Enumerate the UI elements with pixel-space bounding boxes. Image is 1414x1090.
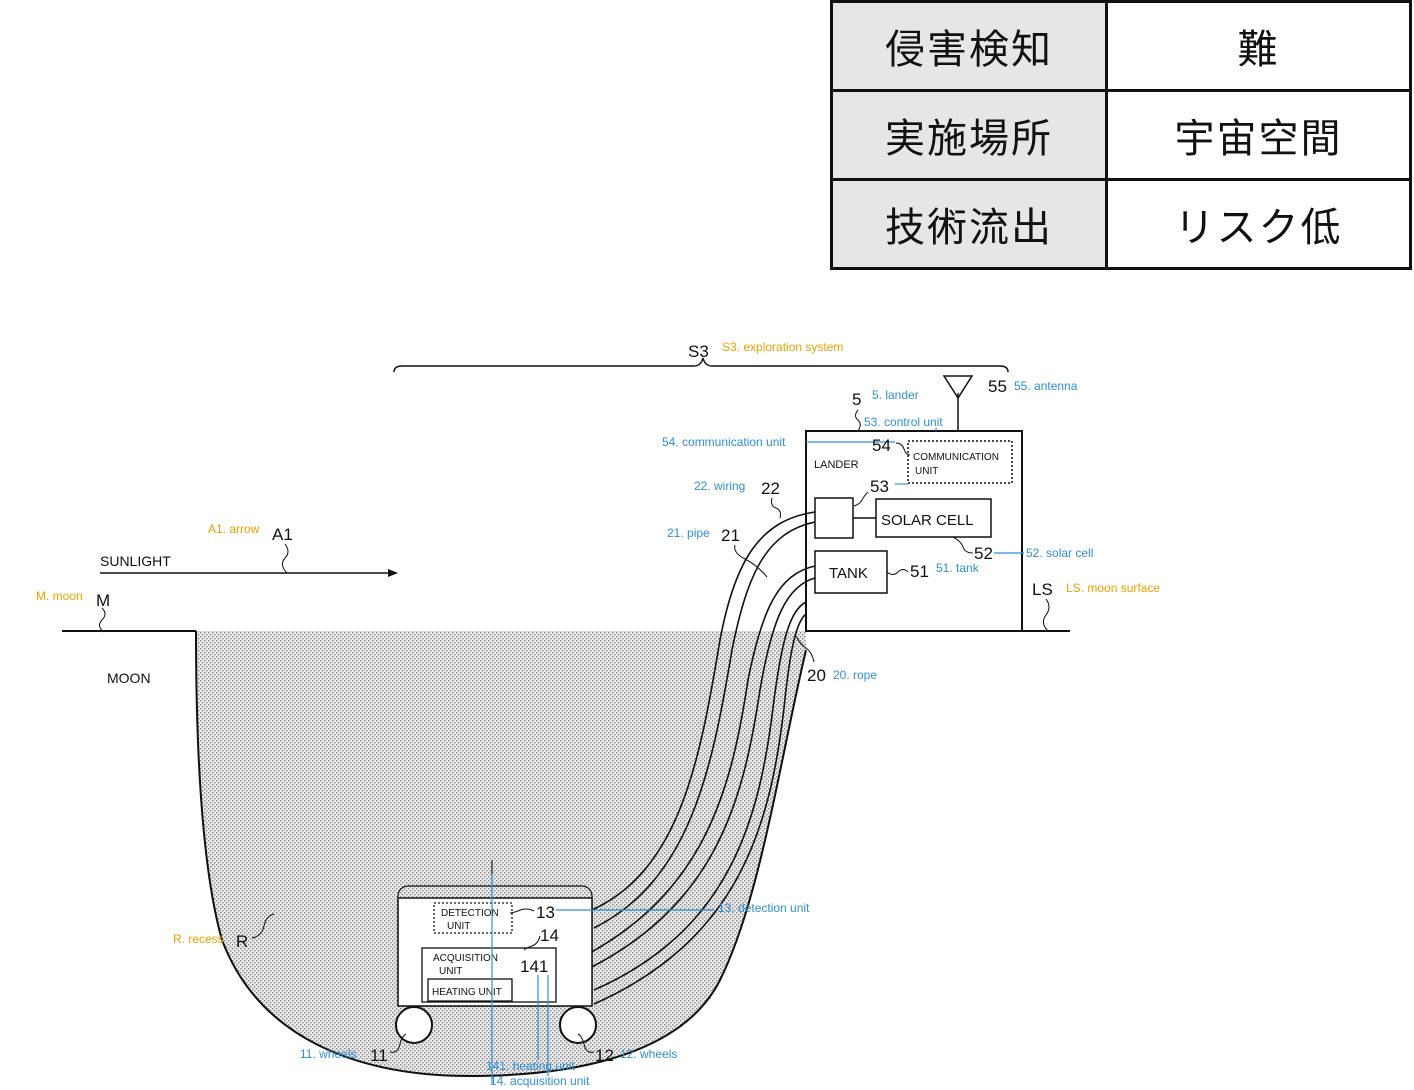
annot-lander: 5. lander [872,388,919,402]
row-value-location: 宇宙空間 [1105,89,1412,181]
leader-20 [795,635,815,663]
wheel-left [395,1006,433,1044]
leader-12 [577,1033,595,1053]
leader-52 [952,536,974,554]
ref-r: R [236,932,248,951]
annot-tank: 51. tank [936,561,980,575]
detection-unit-box [433,902,513,934]
ref-13: 13 [536,903,555,922]
table-row: 技術流出 リスク低 [830,178,1412,270]
arrowhead-icon [388,569,398,577]
communication-unit-box [907,440,1013,484]
annot-s3: S3. exploration system [722,340,843,354]
leader-five [855,409,861,433]
heating-unit-box [427,978,513,1002]
row-value-tech-leak: リスク低 [1105,178,1412,270]
ref-20: 20 [807,666,826,685]
ref-51: 51 [910,562,929,581]
pipe-cable [559,565,816,969]
sunlight-label: SUNLIGHT [100,553,171,569]
annot-r: R. recess [173,932,224,946]
row-key-location: 実施場所 [830,89,1108,181]
leader-r [251,913,275,939]
tank-label: TANK [829,565,868,582]
recess-outline [195,630,807,1078]
leader-22 [771,497,781,519]
moon-label: MOON [107,670,151,686]
annot-heating: 141. heating unit [486,1059,575,1073]
tank-box [814,550,888,594]
recess [196,631,806,1076]
summary-table: 侵害検知 難 実施場所 宇宙空間 技術流出 リスク低 [830,0,1412,270]
leader-54 [895,442,911,456]
table-row: 実施場所 宇宙空間 [830,89,1412,181]
annot-rope: 20. rope [833,668,877,682]
ref-12: 12 [595,1046,614,1065]
rope-cable [593,601,807,991]
leader-11 [389,1033,407,1053]
annot-solar: 52. solar cell [1026,546,1093,560]
communication-unit-label-2: UNIT [915,466,938,477]
annot-wiring: 22. wiring [694,479,745,493]
annot-pipe: 21. pipe [667,526,710,540]
wheel-right [559,1006,597,1044]
ref-11: 11 [370,1046,388,1065]
ref-m: M [96,591,110,610]
leader-ls [1042,598,1050,632]
ref-53: 53 [870,477,889,496]
rope-cable-2 [593,613,807,1005]
s3-brace [393,357,1009,373]
table-row: 侵害検知 難 [830,0,1412,92]
annot-detection: 13. detection unit [718,901,810,915]
wiring-cable-2 [593,521,816,929]
ref-22: 22 [761,479,780,498]
leader-m [98,607,106,633]
annot-acquisition: 14. acquisition unit [490,1074,590,1088]
ref-141: 141 [520,957,548,976]
annot-antenna: 55. antenna [1014,379,1078,393]
leader-14 [523,935,541,951]
pipe-cable-2 [559,577,816,983]
ref-a1: A1 [272,525,293,544]
leader-13 [509,908,535,914]
ref-21: 21 [721,526,740,545]
leader-53 [853,491,869,507]
leader-51 [886,569,909,575]
annot-a1: A1. arrow [208,522,260,536]
communication-unit-label-1: COMMUNICATION [913,452,999,463]
annot-ls: LS. moon surface [1066,581,1160,595]
lander-label: LANDER [814,459,859,471]
control-unit-box [814,497,854,539]
ref-54: 54 [872,436,891,455]
wiring-cable [591,511,816,911]
annot-control: 53. control unit [864,415,943,429]
acquisition-unit-label-2: UNIT [439,966,462,977]
ref-5: 5 [852,390,861,409]
leader-a1 [281,543,289,574]
annot-m: M. moon [36,589,83,603]
heating-unit-label: HEATING UNIT [432,987,502,998]
annot-wheels-12: 12. wheels [620,1047,677,1061]
antenna-icon [942,375,974,400]
row-value-infringement-detection: 難 [1105,0,1412,92]
ref-ls: LS [1032,580,1053,599]
detection-unit-label-1: DETECTION [441,908,499,919]
annot-wheels-11: 11. wheels [300,1047,356,1061]
ref-52: 52 [974,544,993,563]
annot-communication: 54. communication unit [662,435,786,449]
ref-55: 55 [988,377,1007,396]
leader-21 [734,544,768,578]
row-key-infringement-detection: 侵害検知 [830,0,1108,92]
solar-cell-box [875,498,992,538]
detection-unit-label-2: UNIT [447,921,470,932]
ref-s3: S3 [688,342,709,361]
row-key-tech-leak: 技術流出 [830,178,1108,270]
ref-14: 14 [540,926,559,945]
acquisition-unit-label-1: ACQUISITION [433,953,498,964]
solar-cell-label: SOLAR CELL [881,512,974,529]
